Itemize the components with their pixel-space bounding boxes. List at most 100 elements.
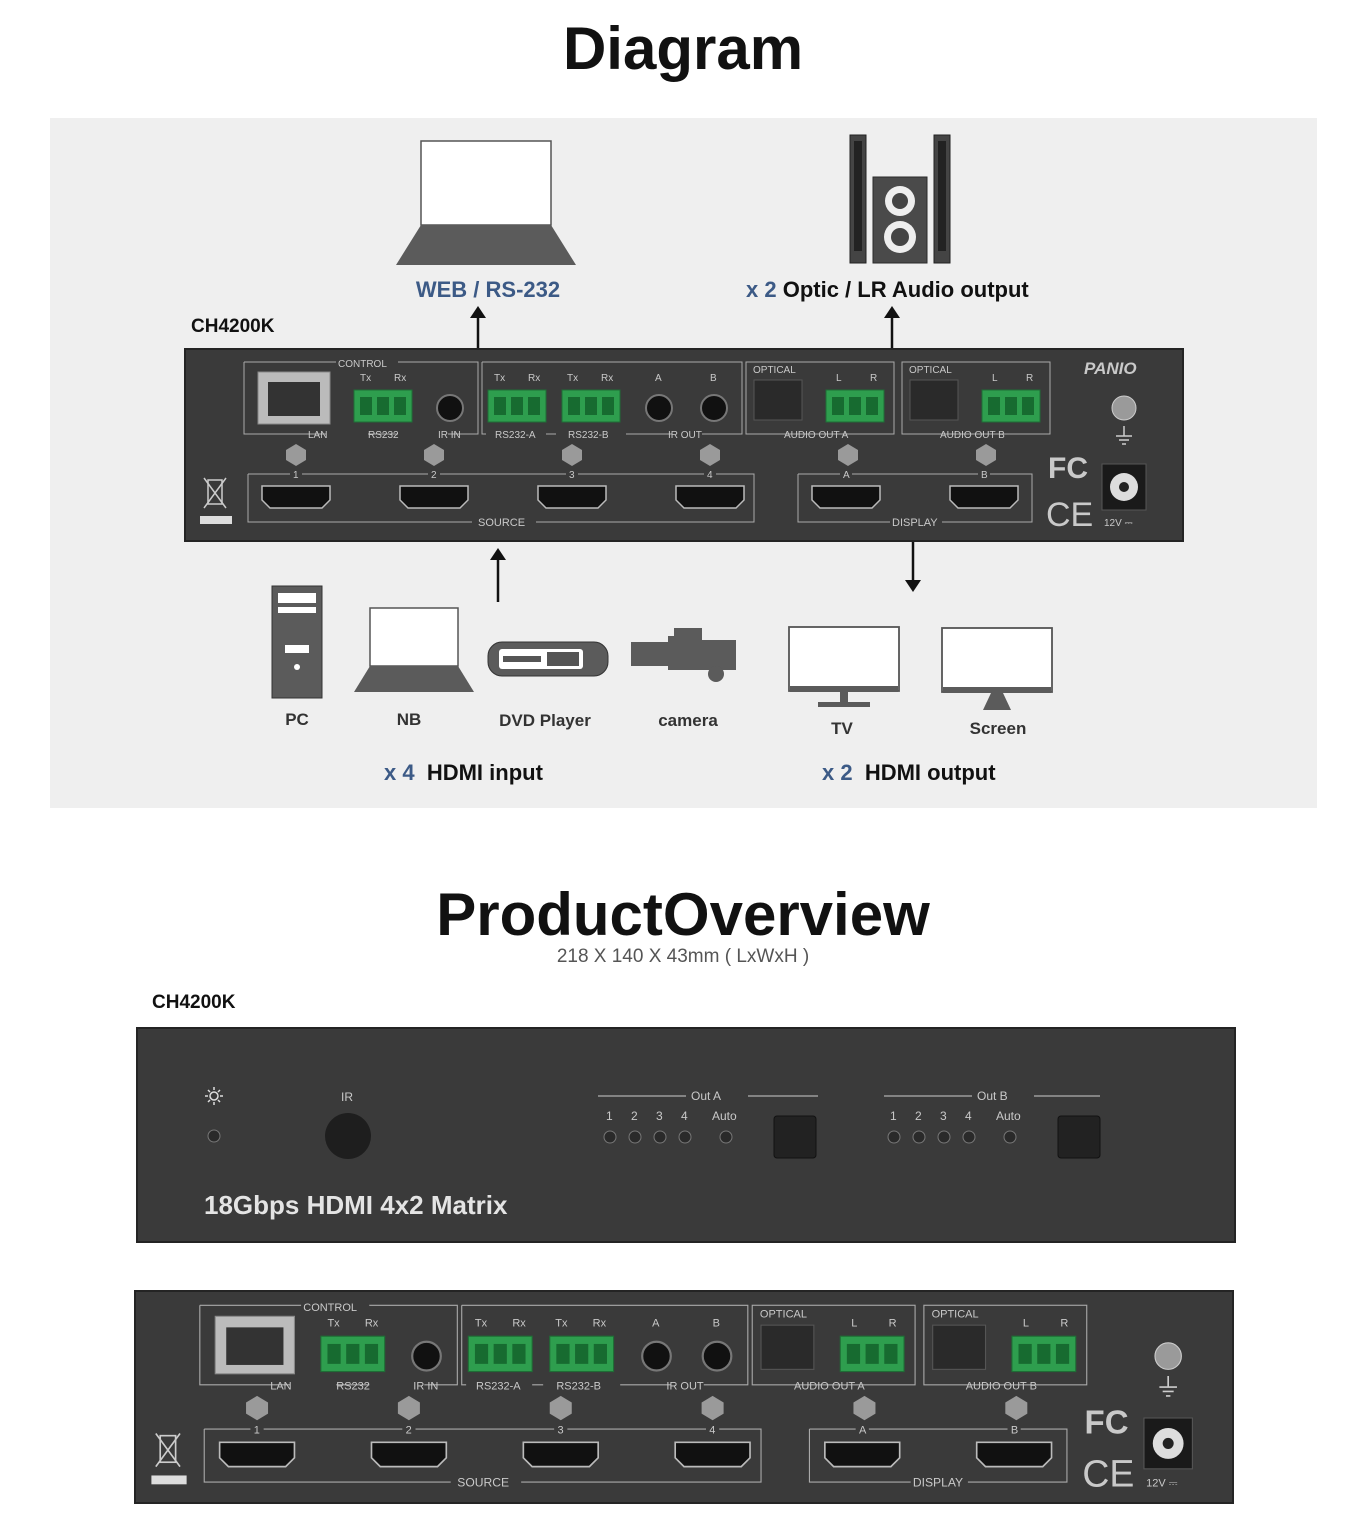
svg-text:3: 3 xyxy=(656,1109,663,1123)
input-count: x 4 xyxy=(384,760,415,785)
out-b-select-button[interactable] xyxy=(1057,1115,1101,1159)
svg-text:Tx: Tx xyxy=(494,373,505,384)
rear-panel-overview: CONTROL LAN Tx Rx RS232 IR IN Tx Rx Tx R… xyxy=(134,1290,1234,1504)
svg-text:B: B xyxy=(981,470,988,481)
rs232-label: RS232 xyxy=(368,430,399,441)
power-led-icon xyxy=(205,1087,223,1105)
notebook-icon xyxy=(354,607,474,692)
dvd-player-label: DVD Player xyxy=(499,711,591,730)
out-a-led xyxy=(653,1130,667,1144)
svg-text:AUDIO OUT B: AUDIO OUT B xyxy=(966,1380,1037,1392)
hdmi-out-b-port xyxy=(949,485,1019,509)
out-b-led xyxy=(937,1130,951,1144)
svg-text:A: A xyxy=(652,1317,660,1329)
svg-text:4: 4 xyxy=(707,470,713,481)
svg-text:OPTICAL: OPTICAL xyxy=(760,1308,807,1320)
fc-mark: FC xyxy=(1048,452,1088,485)
svg-text:Auto: Auto xyxy=(712,1109,737,1123)
ir-sensor xyxy=(325,1113,371,1159)
out-a-led xyxy=(628,1130,642,1144)
svg-text:Rx: Rx xyxy=(601,373,613,384)
ground-screw xyxy=(1111,395,1137,421)
svg-text:L: L xyxy=(836,373,842,384)
ce-mark: CE xyxy=(1046,496,1093,534)
out-b-led xyxy=(912,1130,926,1144)
brand-logo: PANIO xyxy=(1084,359,1137,378)
rs232-a-label: RS232-A xyxy=(495,430,536,441)
dimensions-label: 218 X 140 X 43mm ( LxWxH ) xyxy=(556,946,810,967)
out-a-led xyxy=(678,1130,692,1144)
svg-text:IR OUT: IR OUT xyxy=(666,1380,704,1392)
weee-bin-icon xyxy=(203,477,227,509)
output-text: HDMI output xyxy=(864,760,996,785)
svg-text:OPTICAL: OPTICAL xyxy=(932,1308,979,1320)
rs232-b-label: RS232-B xyxy=(568,430,609,441)
front-panel-graphic: IR Out A 1 2 3 4 Auto Out B 1 2 3 4 Auto… xyxy=(204,1087,1101,1220)
tv-icon xyxy=(788,626,900,707)
out-b-led xyxy=(1003,1130,1017,1144)
rear-panel-overview-graphic: CONTROL LAN Tx Rx RS232 IR IN Tx Rx Tx R… xyxy=(151,1302,1193,1495)
svg-text:Auto: Auto xyxy=(996,1109,1021,1123)
ir-out-label: IR OUT xyxy=(668,430,702,441)
web-rs232-label: WEB / RS-232 xyxy=(415,277,561,302)
svg-text:RS232-B: RS232-B xyxy=(556,1380,601,1392)
out-b-label: Out B xyxy=(977,1089,1008,1103)
rx-label: Rx xyxy=(394,373,406,384)
hdmi-in-3-port xyxy=(537,485,607,509)
svg-text:4: 4 xyxy=(681,1109,688,1123)
display-label: DISPLAY xyxy=(892,517,938,529)
svg-text:CONTROL: CONTROL xyxy=(303,1302,357,1314)
svg-text:AUDIO OUT A: AUDIO OUT A xyxy=(794,1380,865,1392)
svg-text:Rx: Rx xyxy=(512,1317,526,1329)
audio-count: x 2 xyxy=(746,277,777,302)
nb-label: NB xyxy=(396,710,422,729)
overview-model-label: CH4200K xyxy=(152,992,236,1013)
svg-text:RS232-A: RS232-A xyxy=(476,1380,521,1392)
out-a-select-button[interactable] xyxy=(773,1115,817,1159)
tv-label: TV xyxy=(831,719,853,738)
svg-text:IR IN: IR IN xyxy=(413,1380,438,1392)
svg-text:Tx: Tx xyxy=(567,373,578,384)
pc-tower-icon xyxy=(271,585,323,699)
hdmi-input-label: x 4 HDMI input xyxy=(384,760,543,786)
ir-in-jack xyxy=(436,394,464,422)
svg-text:1: 1 xyxy=(293,470,299,481)
svg-text:Rx: Rx xyxy=(593,1317,607,1329)
source-label: SOURCE xyxy=(478,517,525,529)
camera-label: camera xyxy=(658,711,718,730)
optical-a-label: OPTICAL xyxy=(753,365,796,376)
svg-text:2: 2 xyxy=(431,470,437,481)
hdmi-in-2-port xyxy=(399,485,469,509)
optical-a-port xyxy=(753,379,803,421)
svg-text:R: R xyxy=(1026,373,1033,384)
rear-panel-graphic: CONTROL LAN Tx Rx RS232 IR IN Tx Rx Tx R… xyxy=(200,359,1147,534)
svg-text:2: 2 xyxy=(915,1109,922,1123)
svg-text:LAN: LAN xyxy=(270,1380,291,1392)
ir-in-label: IR IN xyxy=(438,430,461,441)
camera-icon xyxy=(631,628,736,682)
svg-text:RS232: RS232 xyxy=(336,1380,370,1392)
power-label: 12V ⎓ xyxy=(1104,518,1133,529)
screen-label: Screen xyxy=(969,719,1027,738)
ir-label: IR xyxy=(341,1090,353,1104)
svg-text:L: L xyxy=(1023,1317,1029,1329)
svg-text:1: 1 xyxy=(606,1109,613,1123)
optical-b-port xyxy=(909,379,959,421)
out-a-label: Out A xyxy=(691,1089,721,1103)
svg-text:3: 3 xyxy=(940,1109,947,1123)
svg-text:SOURCE: SOURCE xyxy=(457,1476,509,1490)
front-panel: IR Out A 1 2 3 4 Auto Out B 1 2 3 4 Auto… xyxy=(136,1027,1236,1243)
audio-text: Optic / LR Audio output xyxy=(782,277,1029,302)
svg-text:B: B xyxy=(713,1317,720,1329)
out-a-led xyxy=(719,1130,733,1144)
svg-text:A: A xyxy=(655,373,662,384)
out-a-led xyxy=(603,1130,617,1144)
svg-text:R: R xyxy=(1060,1317,1068,1329)
hdmi-output-label: x 2 HDMI output xyxy=(822,760,996,786)
control-label: CONTROL xyxy=(338,359,387,370)
svg-text:4: 4 xyxy=(709,1424,715,1436)
weee-bin-icon xyxy=(155,1432,181,1468)
diagram-model-label: CH4200K xyxy=(191,316,275,337)
svg-text:Tx: Tx xyxy=(475,1317,488,1329)
svg-text:1: 1 xyxy=(890,1109,897,1123)
